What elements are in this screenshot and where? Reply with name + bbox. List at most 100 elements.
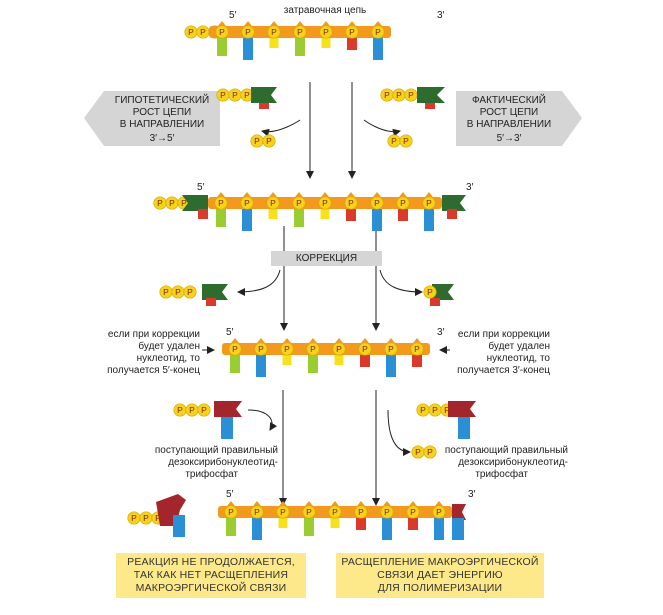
nucleotide-base bbox=[320, 209, 330, 219]
phosphate-circle bbox=[197, 403, 211, 417]
correction-label: КОРРЕКЦИЯ bbox=[271, 251, 382, 266]
phosphate-circle bbox=[267, 25, 281, 39]
incoming-left-base bbox=[221, 417, 233, 439]
phosphate-circle bbox=[423, 285, 437, 299]
nucleotide-base bbox=[256, 355, 266, 377]
phosphate-circle bbox=[183, 285, 197, 299]
phosphate-circle bbox=[319, 25, 333, 39]
phosphate-circle bbox=[318, 196, 332, 210]
phosphate-circle bbox=[328, 505, 342, 519]
phosphate-circle bbox=[254, 342, 268, 356]
nucleotide-base bbox=[412, 355, 422, 367]
phosphate-label: P bbox=[374, 198, 380, 208]
backbone-notch bbox=[295, 192, 303, 197]
phosphate-label: P bbox=[391, 136, 397, 146]
nucleotide-base bbox=[434, 518, 444, 540]
phosphate-circle bbox=[344, 196, 358, 210]
backbone-notch bbox=[383, 501, 391, 506]
phosphate-circle bbox=[396, 196, 410, 210]
backbone-notch bbox=[425, 192, 433, 197]
phosphate-circle bbox=[250, 505, 264, 519]
phosphate-label: P bbox=[177, 405, 183, 415]
backbone-notch bbox=[321, 192, 329, 197]
five-prime-3: 5′ bbox=[226, 327, 234, 338]
phosphate-circle bbox=[241, 25, 255, 39]
nucleotide-base bbox=[295, 38, 305, 56]
phosphate-circle bbox=[276, 505, 290, 519]
nucleotide-base bbox=[230, 355, 240, 373]
backbone-notch bbox=[231, 338, 239, 343]
nucleotide-base bbox=[424, 209, 434, 231]
backbone-notch bbox=[296, 21, 304, 26]
phosphate-label: P bbox=[187, 287, 193, 297]
incoming-right-sugar bbox=[448, 401, 476, 417]
phosphate-label: P bbox=[348, 198, 354, 208]
nucleotide-base bbox=[294, 209, 304, 227]
five-prime-2: 5′ bbox=[197, 182, 205, 193]
phosphate-label: P bbox=[155, 513, 161, 523]
backbone-notch bbox=[361, 338, 369, 343]
phosphate-label: P bbox=[400, 198, 406, 208]
no-reaction-box: РЕАКЦИЯ НЕ ПРОДОЛЖАЕТСЯ, ТАК КАК НЕТ РАС… bbox=[116, 553, 306, 598]
phosphate-circle bbox=[399, 134, 413, 148]
clamp-right-base bbox=[447, 209, 457, 219]
clamp-left-base bbox=[198, 209, 208, 219]
phosphate-circle bbox=[432, 505, 446, 519]
incoming-nucleotide bbox=[251, 87, 277, 109]
phosphate-label: P bbox=[284, 344, 290, 354]
nucleotide-base bbox=[252, 518, 262, 540]
three-prime-3: 3′ bbox=[437, 327, 445, 338]
backbone-notch bbox=[269, 192, 277, 197]
phosphate-label: P bbox=[244, 90, 250, 100]
phosphate-label: P bbox=[228, 507, 234, 517]
phosphate-circle bbox=[214, 196, 228, 210]
phosphate-circle bbox=[224, 505, 238, 519]
nucleotide-base bbox=[347, 38, 357, 50]
phosphate-label: P bbox=[169, 198, 175, 208]
nucleotide-base bbox=[386, 355, 396, 377]
backbone-notch bbox=[270, 21, 278, 26]
phosphate-label: P bbox=[258, 344, 264, 354]
flow-arrow bbox=[261, 119, 301, 137]
energy-release-box: РАСЩЕПЛЕНИЕ МАКРОЭРГИЧЕСКОЙ СВЯЗИ ДАЕТ Э… bbox=[336, 553, 544, 598]
phosphate-label: P bbox=[188, 27, 194, 37]
phosphate-circle bbox=[345, 25, 359, 39]
blocked-base bbox=[173, 515, 185, 537]
phosphate-label: P bbox=[254, 136, 260, 146]
nucleotide-base bbox=[242, 209, 252, 231]
backbone-notch bbox=[279, 501, 287, 506]
phosphate-label: P bbox=[436, 507, 442, 517]
phosphate-label: P bbox=[403, 136, 409, 146]
nucleotide-base bbox=[321, 38, 331, 48]
nucleotide-base bbox=[217, 38, 227, 56]
phosphate-label: P bbox=[232, 344, 238, 354]
backbone-notch bbox=[374, 21, 382, 26]
phosphate-label: P bbox=[310, 344, 316, 354]
phosphate-circle bbox=[306, 342, 320, 356]
incoming-sugar bbox=[251, 87, 277, 103]
nucleotide-base bbox=[373, 38, 383, 60]
phosphate-label: P bbox=[131, 513, 137, 523]
backbone-notch bbox=[243, 192, 251, 197]
backbone-notch bbox=[283, 338, 291, 343]
nucleotide-base bbox=[268, 209, 278, 219]
backbone-notch bbox=[218, 21, 226, 26]
phosphate-circle bbox=[228, 342, 242, 356]
five-prime-4: 5′ bbox=[226, 489, 234, 500]
phosphate-circle bbox=[266, 196, 280, 210]
flow-arrow bbox=[387, 409, 411, 456]
three-prime-4: 3′ bbox=[468, 489, 476, 500]
removed-right-base bbox=[430, 298, 440, 306]
chain-backbone bbox=[222, 343, 430, 355]
phosphate-circle bbox=[358, 342, 372, 356]
backbone-notch bbox=[399, 192, 407, 197]
nucleotide-base bbox=[356, 518, 366, 530]
backbone-notch bbox=[331, 501, 339, 506]
phosphate-label: P bbox=[414, 344, 420, 354]
phosphate-circle bbox=[422, 196, 436, 210]
incoming-left-sugar bbox=[214, 401, 242, 417]
incoming-right-base bbox=[458, 417, 470, 439]
